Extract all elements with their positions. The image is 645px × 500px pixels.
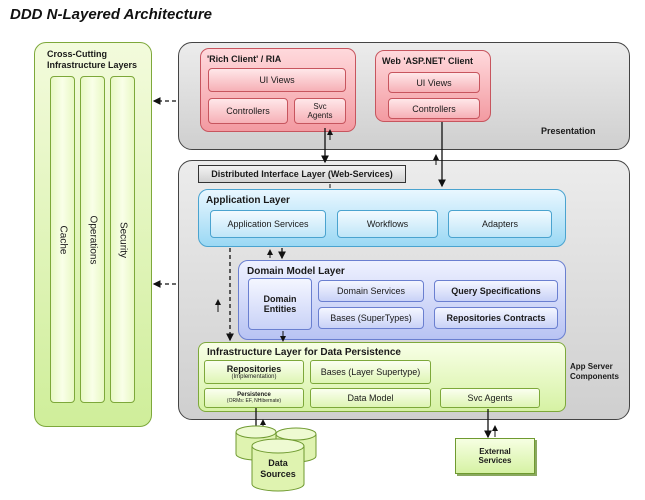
repositories-label: Repositories [226, 364, 282, 374]
persistence-sub: (ORMs: EF, NHibernate) [226, 398, 282, 404]
web-ui-views: UI Views [388, 72, 480, 93]
data-model-box: Data Model [310, 388, 431, 408]
adapters-box: Adapters [448, 210, 552, 238]
presentation-label: Presentation [541, 126, 596, 136]
workflows-box: Workflows [337, 210, 438, 238]
cache-column: Cache [50, 76, 75, 403]
infra-svc-agents-box: Svc Agents [440, 388, 540, 408]
repositories-box: Repositories (Implementation) [204, 360, 304, 384]
application-services-box: Application Services [210, 210, 326, 238]
database-cylinder-icon [235, 425, 317, 492]
persistence-box: Persistence (ORMs: EF, NHibernate) [204, 388, 304, 408]
web-controllers: Controllers [388, 98, 480, 119]
data-sources-label: Data Sources [260, 458, 296, 479]
cross-cutting-title: Cross-Cutting Infrastructure Layers [47, 49, 138, 70]
application-layer-title: Application Layer [206, 195, 290, 206]
infra-bases-box: Bases (Layer Supertype) [310, 360, 431, 384]
page-title: DDD N-Layered Architecture [10, 6, 212, 23]
rich-ui-views: UI Views [208, 68, 346, 92]
app-server-label: App Server Components [570, 362, 619, 381]
domain-services-box: Domain Services [318, 280, 424, 302]
operations-column: Operations [80, 76, 105, 403]
distributed-interface-layer: Distributed Interface Layer (Web-Service… [198, 165, 406, 183]
domain-bases-box: Bases (SuperTypes) [318, 307, 424, 329]
security-column: Security [110, 76, 135, 403]
rich-svc-agents: Svc Agents [294, 98, 346, 124]
repositories-sub: (Implementation) [231, 374, 277, 380]
persistence-label: Persistence [237, 392, 271, 398]
query-specifications-box: Query Specifications [434, 280, 558, 302]
rich-client-title: 'Rich Client' / RIA [207, 54, 282, 64]
domain-entities-box: Domain Entities [248, 278, 312, 330]
domain-layer-title: Domain Model Layer [247, 266, 345, 277]
rich-controllers: Controllers [208, 98, 288, 124]
external-services-box: External Services [455, 438, 535, 474]
repositories-contracts-box: Repositories Contracts [434, 307, 558, 329]
infra-layer-title: Infrastructure Layer for Data Persistenc… [207, 347, 401, 358]
web-client-title: Web 'ASP.NET' Client [382, 56, 473, 66]
